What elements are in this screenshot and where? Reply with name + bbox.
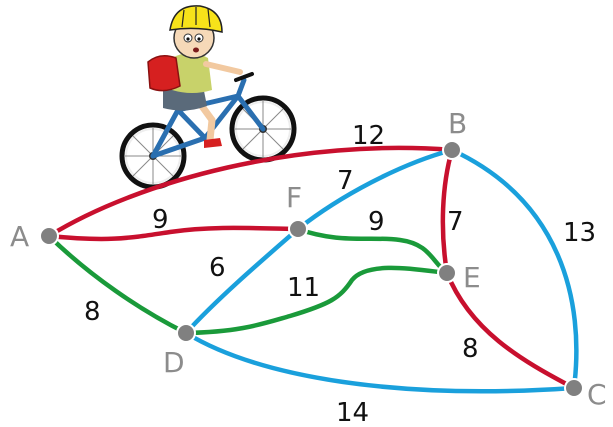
edge-B-C [449, 147, 579, 391]
rider-shoe [204, 138, 222, 148]
weight-A-F: 9 [152, 205, 169, 235]
weight-E-C: 8 [462, 334, 479, 364]
weight-D-C: 14 [336, 398, 369, 427]
rider-backpack [147, 55, 181, 92]
edge-E-C [444, 270, 577, 391]
node-B: B [442, 107, 467, 160]
node-label-B: B [448, 107, 467, 140]
node-D: D [163, 323, 196, 379]
rider-shirt [172, 53, 212, 93]
node-E: E [437, 261, 481, 294]
node-C: C [564, 378, 607, 411]
weight-B-E: 7 [447, 207, 464, 237]
edge-F-B [295, 147, 455, 232]
weight-A-B: 12 [352, 121, 385, 151]
cyclist-illustration [119, 5, 297, 190]
edge-A-F [46, 225, 301, 242]
node-A: A [10, 220, 59, 253]
edge-F-E [295, 226, 450, 276]
weight-F-B: 7 [337, 166, 354, 196]
node-label-E: E [463, 261, 481, 294]
node-label-D: D [163, 346, 185, 379]
weights-layer: 12 9 8 7 6 9 7 13 11 8 14 [84, 121, 596, 427]
weight-F-D: 6 [209, 253, 226, 283]
edge-D-E [183, 265, 450, 336]
node-F: F [286, 181, 308, 239]
edge-F-D [183, 226, 301, 336]
edge-A-B [46, 145, 455, 239]
bicycle-frame [150, 77, 266, 159]
weight-D-E: 11 [287, 273, 320, 303]
weight-B-C: 13 [563, 218, 596, 248]
weight-F-E: 9 [368, 207, 385, 237]
bicycle-handlebar [234, 72, 254, 82]
edge-D-C [183, 330, 577, 394]
edge-A-D [46, 233, 189, 336]
node-label-A: A [10, 220, 29, 253]
node-label-F: F [286, 181, 302, 214]
rider-arm [203, 61, 243, 75]
nodes-layer: A B C D E F [10, 107, 607, 411]
edge-B-E [440, 147, 455, 276]
edges-layer [46, 145, 579, 394]
node-label-C: C [587, 378, 607, 411]
weight-A-D: 8 [84, 297, 101, 327]
